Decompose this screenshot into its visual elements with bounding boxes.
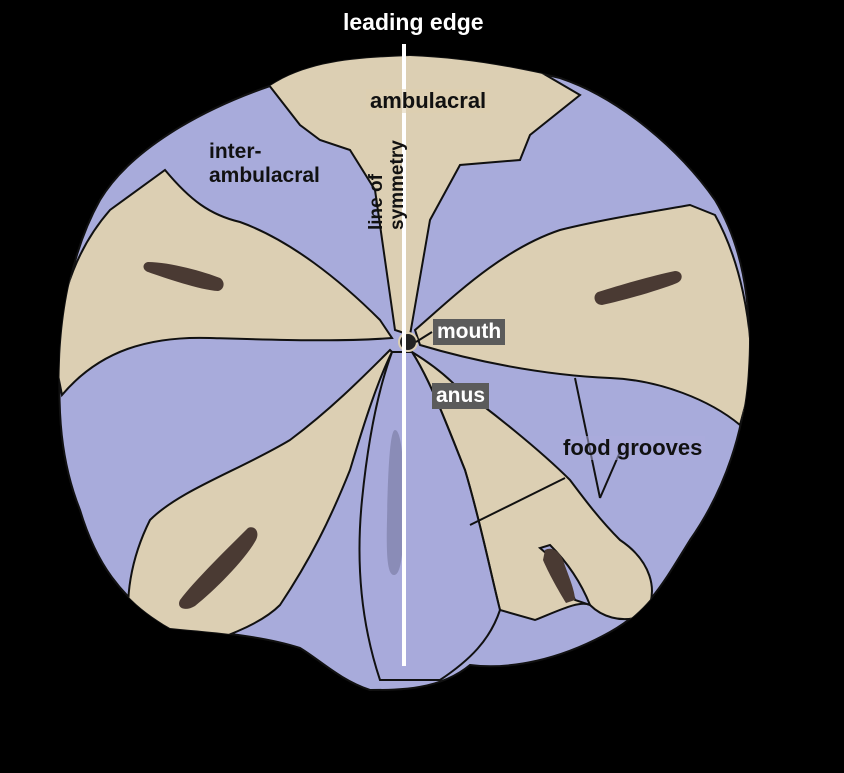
mouth-leader [415,331,433,343]
ambulacral-top [263,56,582,337]
ambulacral-label: ambulacral [366,89,491,113]
mouth-label: mouth [433,319,506,345]
lunule-lower-right [543,548,575,603]
line-of-symmetry-label-line2: symmetry [387,140,408,230]
leading-edge-label: leading edge [343,9,484,35]
line-of-symmetry-label-line1: line of [366,174,387,230]
food-grooves-label: food grooves [560,436,706,460]
anus-label: anus [432,383,490,409]
mouth-icon [398,332,418,352]
lunule-upper-left [143,262,224,291]
food-groove-leader-1 [469,477,566,526]
line-of-symmetry-label: line of symmetry [366,90,408,230]
interambulacral-label-line1: inter- [209,140,262,163]
anus-mark [386,430,405,575]
ambulacral-upper-left [59,168,394,398]
interambulacral-label: inter- ambulacral [209,140,320,188]
ambulacral-upper-right [413,203,750,427]
lunule-lower-left [179,527,258,609]
lunule-upper-right [594,271,682,305]
interambulacral-label-line2: ambulacral [209,164,320,187]
